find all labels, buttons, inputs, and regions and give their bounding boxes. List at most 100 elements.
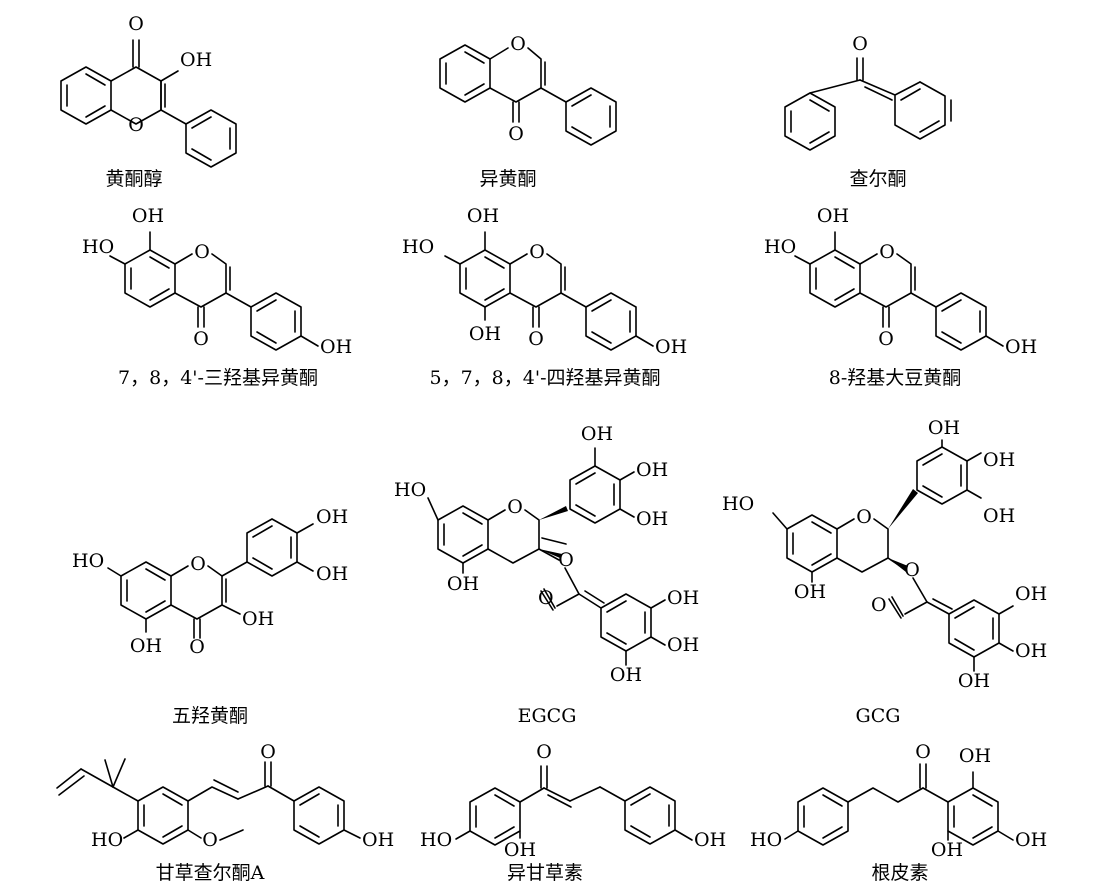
compound-748-trihydroxyisoflavone: OH HO O O OH 7，8，4'-三羟基异黄酮	[82, 205, 352, 389]
bonds	[109, 231, 319, 351]
atom-label: OH	[316, 506, 348, 528]
atom-label: OH	[1005, 336, 1037, 358]
atom-label: O	[856, 506, 872, 528]
compound-gcg: OH OH OH HO O O OH O OH OH OH GCG	[722, 417, 1047, 727]
atom-label: O	[193, 328, 209, 350]
compound-phloretin: O OH HO OH OH 根皮素	[750, 741, 1047, 884]
compound-licochalcone-a: O HO O OH 甘草查尔酮A	[56, 741, 394, 884]
bonds	[784, 763, 1014, 846]
atom-label: OH	[130, 635, 162, 657]
atom-label: HO	[722, 493, 754, 515]
atom-label: OH	[467, 205, 499, 227]
atom-label: OH	[817, 205, 849, 227]
atom-label: HO	[750, 829, 782, 851]
atom-label: OH	[931, 839, 963, 861]
atom-label: OH	[610, 664, 642, 686]
atom-label: OH	[928, 417, 960, 439]
atom-label: O	[260, 741, 276, 763]
atom-label: OH	[636, 508, 668, 530]
atom-label: HO	[91, 829, 123, 851]
bonds	[60, 39, 237, 168]
compound-caption: 5，7，8，4'-四羟基异黄酮	[430, 367, 661, 389]
atom-label: OH	[504, 839, 536, 861]
atom-label: O	[510, 33, 526, 55]
compound-caption: 查尔酮	[849, 168, 906, 190]
atom-label: OH	[242, 608, 274, 630]
bonds	[444, 231, 654, 351]
atom-label: OH	[180, 49, 212, 71]
atom-label: OH	[655, 336, 687, 358]
atom-label: OH	[320, 336, 352, 358]
bonds	[427, 447, 666, 666]
compound-caption: 甘草查尔酮A	[156, 862, 265, 884]
atom-label: OH	[636, 459, 668, 481]
bonds	[784, 57, 952, 151]
stereo-wedge	[888, 489, 918, 529]
atom-label: HO	[402, 236, 434, 258]
stereo-wedge	[539, 506, 568, 520]
compound-caption: GCG	[856, 705, 901, 727]
compound-caption: 异黄酮	[479, 168, 536, 190]
compound-isoliquiritigenin: O HO OH OH 异甘草素	[420, 741, 726, 884]
compound-caption: EGCG	[518, 705, 577, 727]
atom-label: OH	[1015, 829, 1047, 851]
atom-label: OH	[1015, 583, 1047, 605]
atom-label: OH	[447, 573, 479, 595]
atom-label: O	[128, 114, 144, 136]
bonds	[107, 518, 314, 639]
bonds	[455, 765, 693, 846]
atom-label: O	[189, 636, 205, 658]
compound-chalcone: O 查尔酮	[784, 33, 952, 190]
atom-label: HO	[420, 829, 452, 851]
atom-label: OH	[132, 205, 164, 227]
compound-8-hydroxydaidzein: OH HO O O OH 8-羟基大豆黄酮	[764, 205, 1037, 389]
compound-caption: 7，8，4'-三羟基异黄酮	[118, 367, 318, 389]
atom-label: O	[508, 123, 524, 145]
atom-label: OH	[983, 505, 1015, 527]
compound-egcg: OH OH OH HO O O OH O OH OH OH EGCG	[394, 423, 699, 727]
atom-label: O	[879, 241, 895, 263]
compound-isoflavone: O O 异黄酮	[439, 33, 617, 190]
compound-caption: 8-羟基大豆黄酮	[829, 367, 962, 389]
compound-caption: 黄酮醇	[105, 168, 162, 190]
bonds	[56, 758, 361, 845]
atom-label: OH	[316, 563, 348, 585]
atom-label: OH	[794, 581, 826, 603]
compound-caption: 五羟黄酮	[172, 705, 248, 727]
compound-5784-tetrahydroxyisoflavone: OH HO O OH O OH 5，7，8，4'-四羟基异黄酮	[402, 205, 687, 389]
compound-caption: 根皮素	[871, 862, 928, 884]
atom-label: HO	[764, 236, 796, 258]
atom-label: OH	[469, 323, 501, 345]
atom-label: OH	[581, 423, 613, 445]
compound-flavonol: O OH O 黄酮醇	[60, 13, 237, 190]
atom-label: O	[558, 549, 574, 571]
atom-label: HO	[82, 236, 114, 258]
bonds	[794, 231, 1004, 351]
atom-label: OH	[667, 587, 699, 609]
atom-label: O	[878, 328, 894, 350]
stereo-wedge	[888, 558, 908, 572]
atom-label: OH	[1015, 640, 1047, 662]
atom-label: O	[190, 553, 206, 575]
atom-label: O	[538, 587, 554, 609]
stereo-wedge	[539, 549, 562, 558]
atom-label: O	[871, 594, 887, 616]
bonds	[439, 44, 617, 146]
atom-label: O	[904, 559, 920, 581]
atom-label: O	[536, 741, 552, 763]
atom-label: OH	[362, 829, 394, 851]
atom-label: O	[507, 496, 523, 518]
atom-label: O	[128, 13, 144, 35]
atom-label: O	[915, 741, 931, 763]
atom-label: OH	[667, 634, 699, 656]
compound-caption: 异甘草素	[507, 862, 583, 884]
atom-label: HO	[72, 550, 104, 572]
atom-label: O	[529, 241, 545, 263]
compound-quercetin: HO O OH OH OH OH O 五羟黄酮	[72, 506, 348, 727]
atom-label: HO	[394, 479, 426, 501]
atom-label: O	[852, 33, 868, 55]
atom-label: O	[202, 829, 218, 851]
atom-label: OH	[959, 745, 991, 767]
bonds	[772, 439, 1014, 672]
